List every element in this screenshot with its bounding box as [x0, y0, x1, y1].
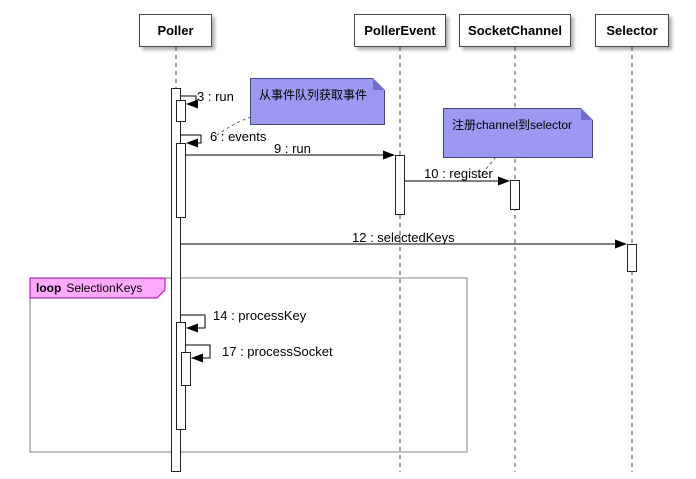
message-label-processsocket: 17 : processSocket	[222, 344, 333, 359]
actor-label-poller: Poller	[157, 23, 194, 38]
actor-box-selector: Selector	[595, 14, 669, 47]
loop-fragment-label-shape	[29, 277, 166, 299]
note-anchor-register	[476, 156, 497, 181]
message-label-selectedkeys: 12 : selectedKeys	[352, 230, 455, 245]
actor-label-selector: Selector	[606, 23, 658, 38]
activation-poller-run	[176, 100, 186, 122]
actor-box-poller: Poller	[139, 14, 212, 47]
actor-label-socketchannel: SocketChannel	[468, 23, 562, 38]
fragment-guard: SelectionKeys	[66, 281, 143, 295]
message-label-events: 6 : events	[210, 129, 267, 144]
actor-label-pollerevent: PollerEvent	[364, 23, 436, 38]
loop-fragment-label: loop SelectionKeys	[36, 281, 142, 295]
message-label-run-self: 3 : run	[197, 89, 234, 104]
message-label-run: 9 : run	[274, 141, 311, 156]
message-label-processkey: 14 : processKey	[213, 308, 307, 323]
note-text: 注册channel到selector	[452, 118, 573, 132]
activation-poller-processsocket	[181, 352, 191, 386]
note-fold-icon	[373, 78, 385, 90]
actor-box-socketchannel: SocketChannel	[459, 14, 571, 47]
message-arrow-run-self	[181, 95, 198, 109]
actor-box-pollerevent: PollerEvent	[354, 14, 446, 47]
loop-fragment-frame	[29, 277, 468, 453]
message-label-register: 10 : register	[424, 166, 493, 181]
note-anchor-events	[215, 116, 252, 137]
note-register-channel: 注册channel到selector	[443, 108, 593, 158]
activation-selector	[627, 244, 637, 272]
note-fold-icon	[581, 108, 593, 120]
activation-poller-events	[176, 143, 186, 218]
note-get-event-from-queue: 从事件队列获取事件	[250, 78, 385, 125]
message-arrow-processsocket-self	[186, 344, 211, 363]
message-arrow-events-self	[181, 134, 202, 148]
fragment-operator: loop	[36, 281, 62, 295]
note-text: 从事件队列获取事件	[259, 88, 368, 102]
message-arrow-processkey-self	[181, 314, 206, 333]
activation-socketchannel	[510, 180, 520, 210]
activation-poller-main	[171, 88, 181, 472]
activation-pollerevent	[395, 155, 405, 215]
